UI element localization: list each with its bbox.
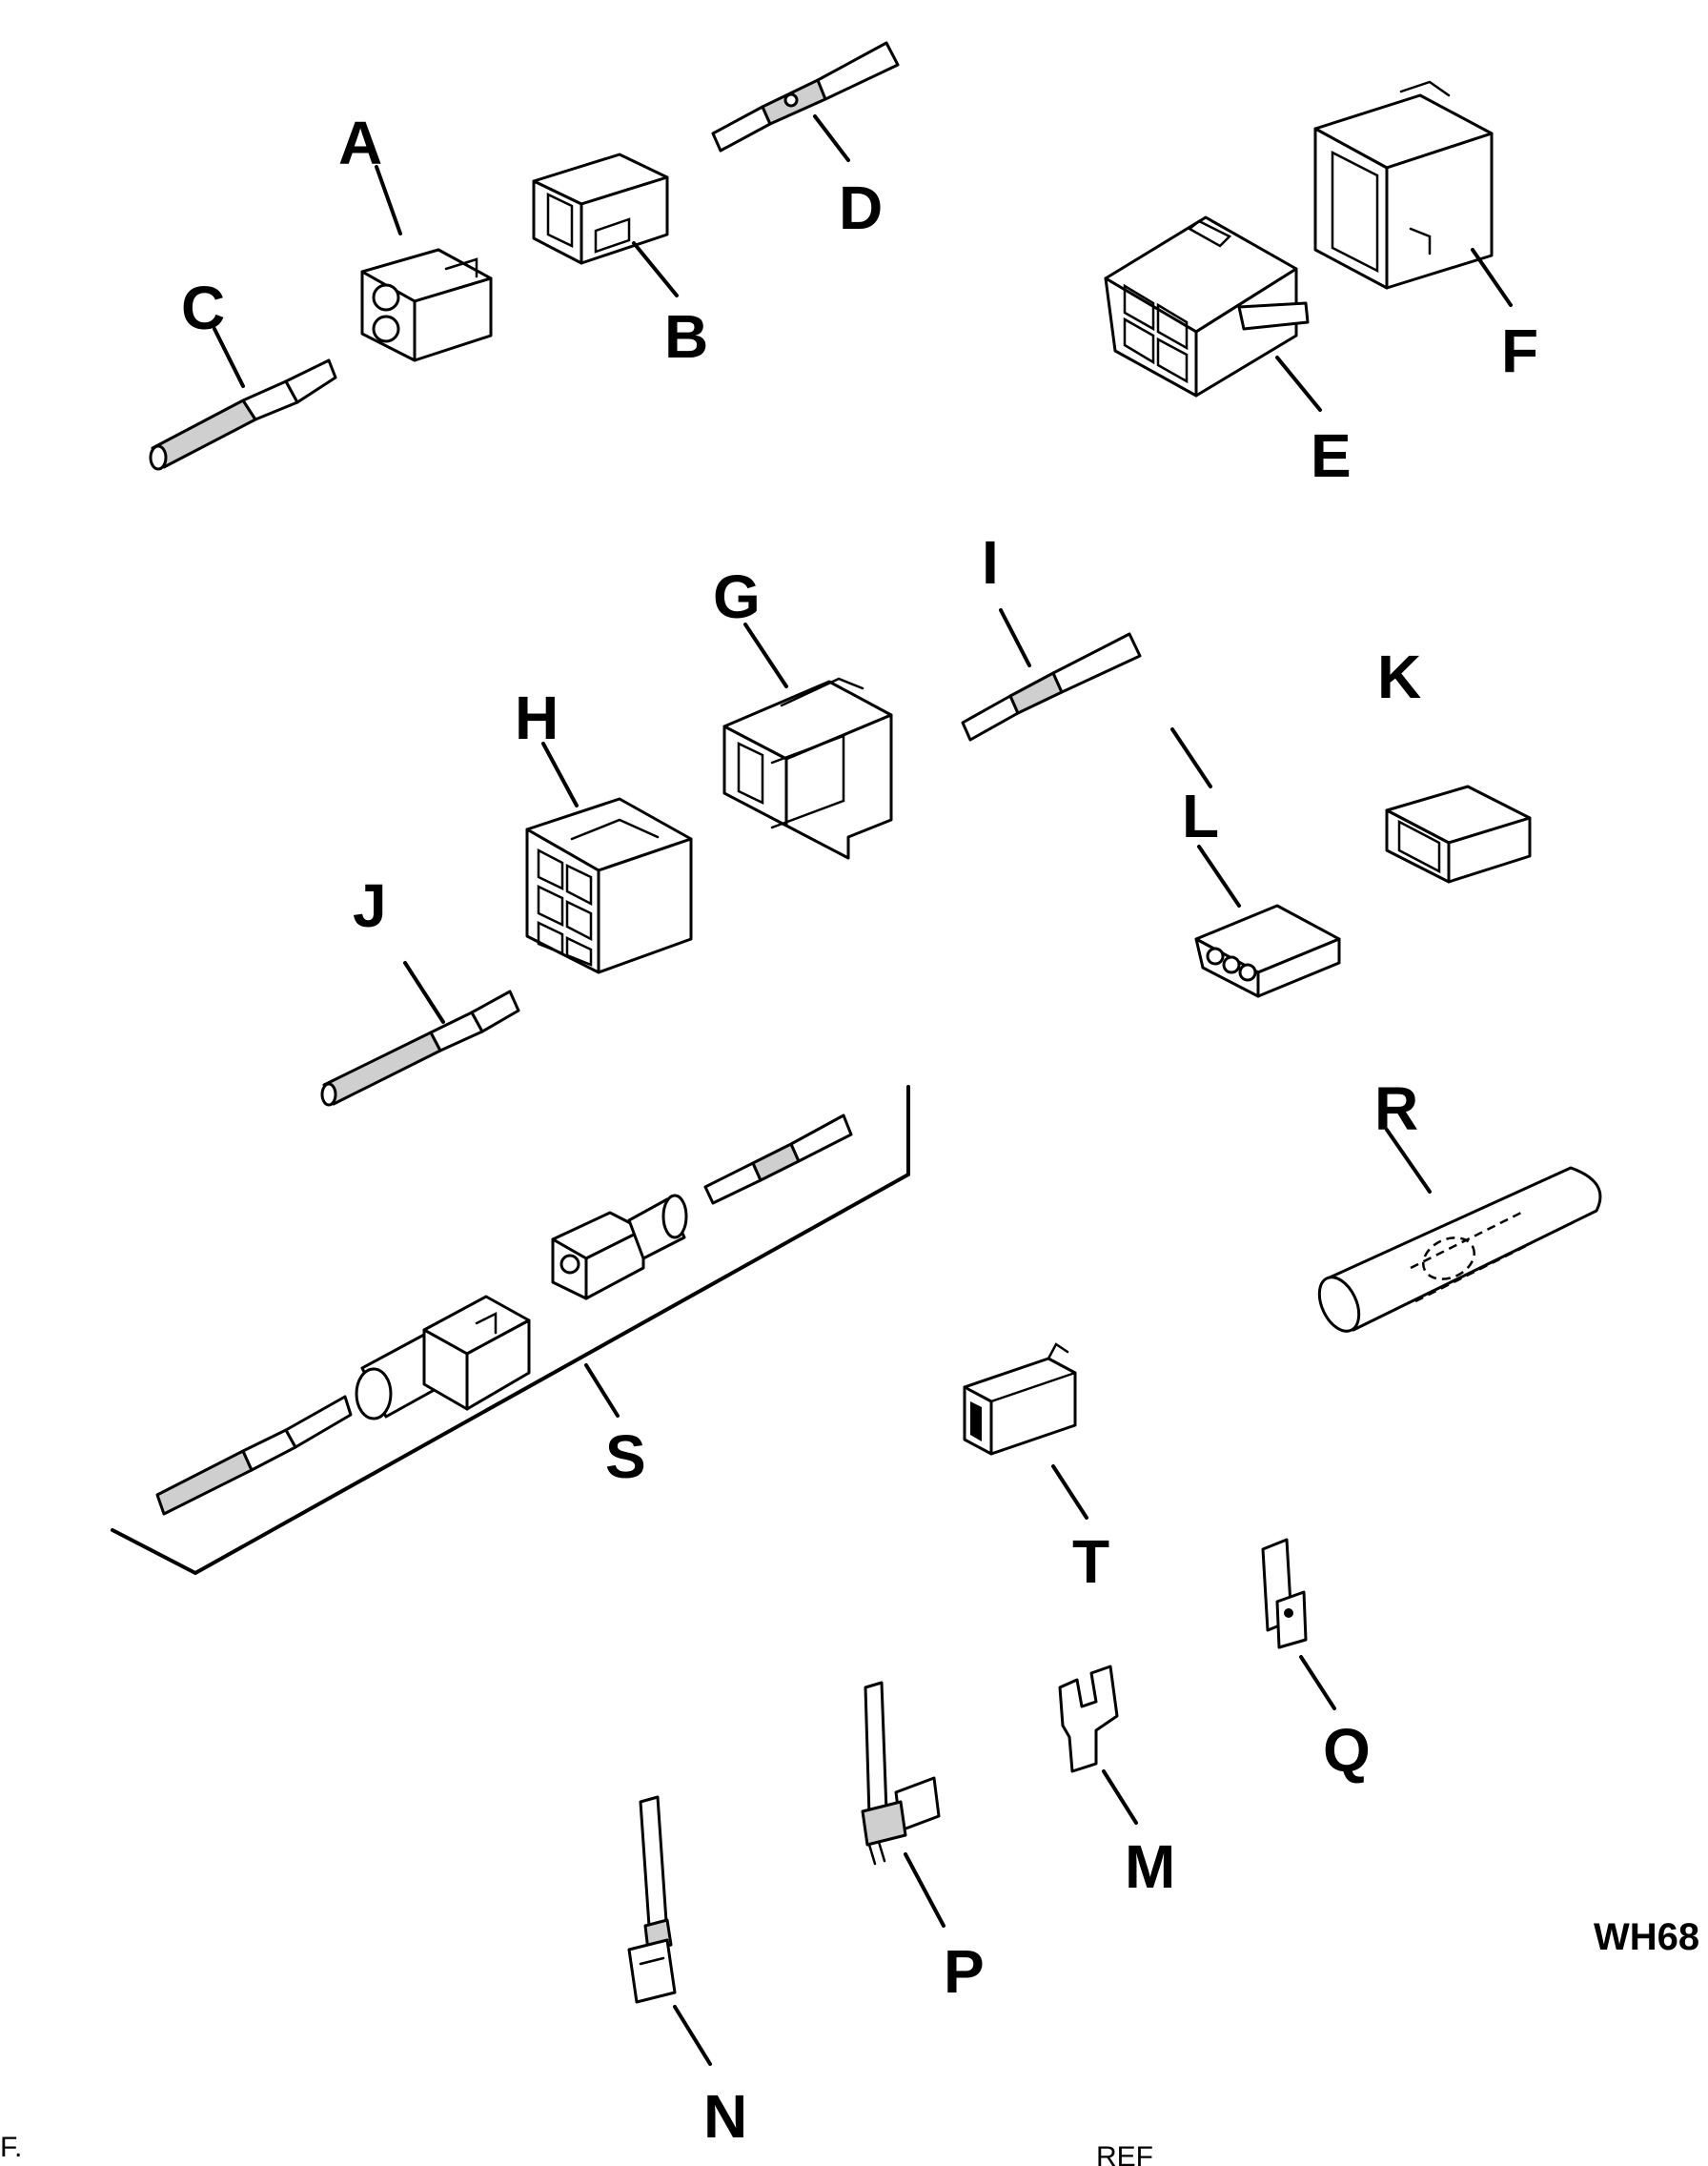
label-a: A (338, 109, 382, 177)
clip-t (963, 1342, 1077, 1456)
label-c: C (181, 274, 225, 342)
label-i: I (982, 528, 999, 597)
edge-text-left: F. (0, 2132, 22, 2163)
label-k: K (1377, 643, 1421, 711)
housing-b (532, 153, 669, 265)
terminal-d (711, 41, 900, 153)
terminal-n (627, 1795, 677, 2004)
label-t: T (1072, 1527, 1109, 1596)
label-j: J (353, 871, 387, 940)
label-q: Q (1323, 1716, 1371, 1785)
terminal-c (149, 358, 337, 471)
label-m: M (1125, 1832, 1175, 1901)
kit-s (111, 1085, 910, 1576)
housing-e (1104, 215, 1310, 398)
figure-code: WH68 (1594, 1916, 1699, 1958)
housing-g (722, 677, 893, 860)
label-g: G (713, 562, 761, 631)
terminal-p (861, 1681, 941, 1866)
label-p: P (944, 1937, 985, 2006)
label-b: B (664, 302, 708, 371)
housing-a (360, 248, 493, 362)
label-h: H (515, 684, 559, 752)
shrink-tube-r (1317, 1166, 1602, 1333)
housing-h (525, 797, 693, 974)
terminal-j (320, 990, 520, 1107)
edge-text-bottom: REF (1096, 2141, 1153, 2166)
terminal-i (961, 632, 1142, 742)
label-e: E (1311, 421, 1352, 490)
leader-lines (213, 114, 1513, 2066)
housing-k (1385, 785, 1532, 884)
label-r: R (1374, 1074, 1418, 1143)
label-n: N (703, 2082, 747, 2151)
part-labels: A B C D E F G H I J K L M N P Q R S T (181, 109, 1538, 2151)
label-s: S (605, 1422, 646, 1491)
terminal-q (1261, 1538, 1308, 1649)
terminal-m (1058, 1665, 1119, 1773)
label-l: L (1182, 782, 1219, 850)
label-f: F (1501, 317, 1538, 385)
label-d: D (839, 174, 883, 242)
housing-f (1313, 80, 1494, 290)
housing-l (1194, 904, 1341, 998)
